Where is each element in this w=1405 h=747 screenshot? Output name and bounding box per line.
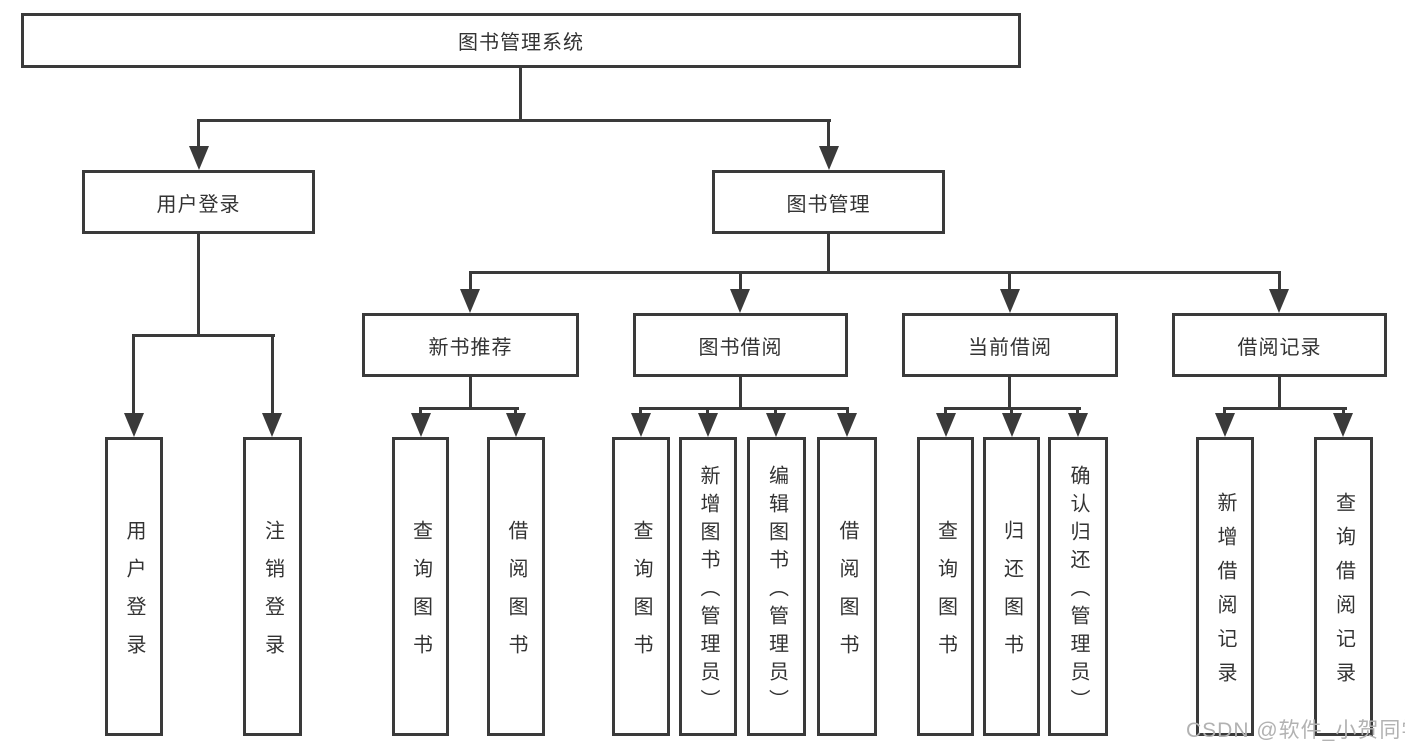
- leaf-logout: 注销登录: [243, 437, 302, 736]
- leaf-label: 用户登录: [123, 519, 145, 672]
- node-new-book-recommendation: 新书推荐: [362, 313, 579, 377]
- leaf-label: 确认归还（管理员）: [1067, 464, 1089, 717]
- connector-arrowhead-down-icon: [730, 289, 750, 313]
- leaf-user-login: 用户登录: [105, 437, 163, 736]
- node-label: 借阅记录: [1237, 336, 1322, 359]
- connector-line: [469, 377, 472, 410]
- leaf-add-borrow-record: 新增借阅记录: [1196, 437, 1254, 736]
- node-label: 用户登录: [156, 193, 241, 216]
- leaf-add-book-admin: 新增图书（管理员）: [679, 437, 737, 736]
- connector-arrowhead-down-icon: [837, 413, 857, 437]
- node-label: 当前借阅: [968, 336, 1052, 359]
- connector-arrowhead-down-icon: [124, 413, 144, 437]
- connector-arrowhead-down-icon: [1333, 413, 1353, 437]
- leaf-label: 注销登录: [261, 519, 284, 672]
- node-label: 图书管理系统: [458, 32, 584, 54]
- connector-line: [1008, 377, 1011, 410]
- node-library-management-system: 图书管理系统: [21, 13, 1021, 68]
- connector-line: [469, 271, 472, 293]
- connector-line: [739, 271, 742, 293]
- connector-arrowhead-down-icon: [766, 413, 786, 437]
- leaf-query-books-recommend: 查询图书: [392, 437, 449, 736]
- connector-line: [739, 377, 742, 410]
- connector-arrowhead-down-icon: [1000, 289, 1020, 313]
- leaf-query-books-borrowing: 查询图书: [612, 437, 670, 736]
- connector-line: [519, 68, 522, 122]
- connector-line: [197, 119, 200, 150]
- node-book-management: 图书管理: [712, 170, 945, 234]
- connector-line: [1278, 271, 1281, 293]
- connector-arrowhead-down-icon: [506, 413, 526, 437]
- leaf-label: 新增图书（管理员）: [697, 464, 719, 717]
- node-label: 图书借阅: [698, 336, 783, 359]
- connector-arrowhead-down-icon: [698, 413, 718, 437]
- connector-arrowhead-down-icon: [1002, 413, 1022, 437]
- node-current-borrowing: 当前借阅: [902, 313, 1118, 377]
- node-label: 新书推荐: [428, 336, 513, 359]
- leaf-label: 新增借阅记录: [1214, 491, 1236, 696]
- connector-line: [132, 334, 135, 419]
- leaf-label: 查询图书: [630, 519, 652, 672]
- connector-line: [132, 334, 275, 337]
- leaf-confirm-return-admin: 确认归还（管理员）: [1048, 437, 1108, 736]
- connector-line: [271, 334, 274, 419]
- connector-line: [1278, 377, 1281, 410]
- connector-arrowhead-down-icon: [189, 146, 209, 170]
- leaf-label: 编辑图书（管理员）: [765, 464, 788, 717]
- connector-line: [827, 119, 830, 150]
- leaf-label: 借阅图书: [505, 519, 527, 672]
- leaf-return-book: 归还图书: [983, 437, 1040, 736]
- connector-line: [1223, 407, 1347, 410]
- leaf-borrow-books-recommend: 借阅图书: [487, 437, 545, 736]
- csdn-watermark: CSDN @软件_小贺同学: [1186, 719, 1405, 742]
- leaf-label: 归还图书: [1000, 519, 1023, 672]
- connector-line: [639, 407, 849, 410]
- connector-arrowhead-down-icon: [1068, 413, 1088, 437]
- connector-arrowhead-down-icon: [936, 413, 956, 437]
- leaf-query-books-current: 查询图书: [917, 437, 974, 736]
- leaf-label: 查询图书: [409, 519, 432, 672]
- connector-arrowhead-down-icon: [1269, 289, 1289, 313]
- connector-line: [197, 234, 200, 337]
- node-book-borrowing: 图书借阅: [633, 313, 848, 377]
- leaf-label: 查询图书: [934, 519, 957, 672]
- connector-arrowhead-down-icon: [262, 413, 282, 437]
- connector-line: [469, 271, 1281, 274]
- connector-arrowhead-down-icon: [460, 289, 480, 313]
- connector-arrowhead-down-icon: [1215, 413, 1235, 437]
- connector-line: [827, 234, 830, 274]
- connector-line: [419, 407, 519, 410]
- node-borrowing-records: 借阅记录: [1172, 313, 1387, 377]
- leaf-query-borrow-record: 查询借阅记录: [1314, 437, 1373, 736]
- leaf-borrow-books: 借阅图书: [817, 437, 877, 736]
- connector-arrowhead-down-icon: [819, 146, 839, 170]
- connector-line: [197, 119, 831, 122]
- leaf-label: 查询借阅记录: [1332, 491, 1355, 696]
- connector-arrowhead-down-icon: [411, 413, 431, 437]
- leaf-label: 借阅图书: [836, 519, 858, 672]
- node-label: 图书管理: [786, 193, 871, 216]
- connector-arrowhead-down-icon: [631, 413, 651, 437]
- node-user-login: 用户登录: [82, 170, 315, 234]
- connector-line: [1008, 271, 1011, 293]
- leaf-edit-book-admin: 编辑图书（管理员）: [747, 437, 806, 736]
